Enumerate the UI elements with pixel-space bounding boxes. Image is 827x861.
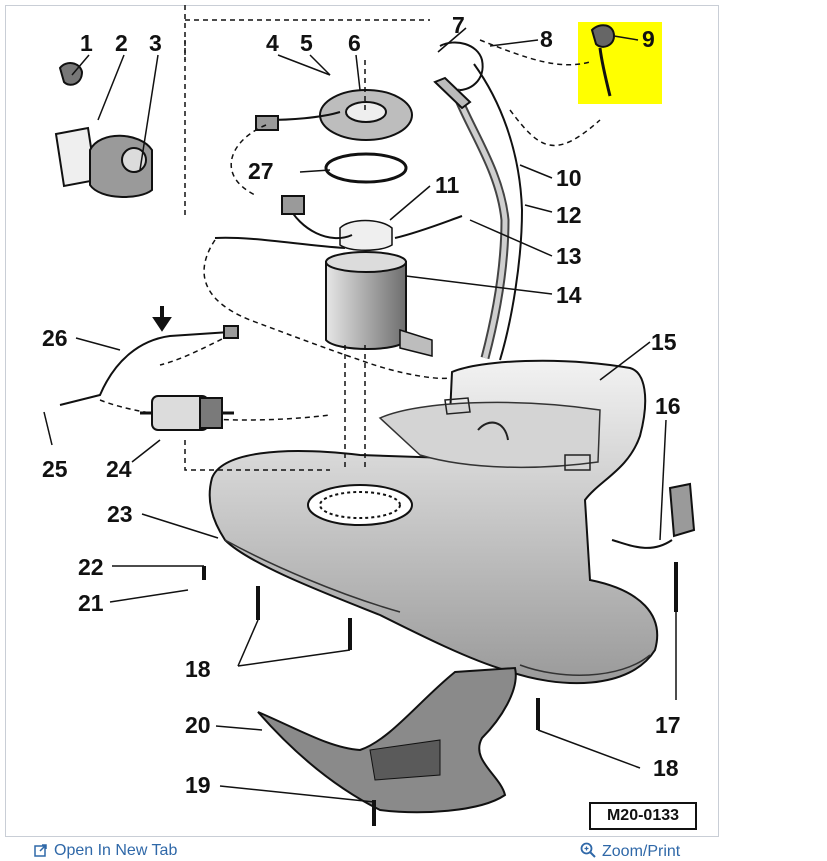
open-in-new-tab-link[interactable]: Open In New Tab	[34, 842, 177, 860]
filler-flap-housing	[54, 62, 153, 198]
callout-20: 20	[185, 712, 211, 738]
callout-10: 10	[556, 165, 582, 191]
callout-2: 2	[115, 30, 128, 56]
zoom-print-label: Zoom/Print	[602, 842, 681, 860]
callout-18-right: 18	[653, 755, 679, 781]
callout-leaders	[43, 27, 677, 803]
open-in-new-tab-label: Open In New Tab	[54, 842, 178, 859]
callout-19: 19	[185, 772, 211, 798]
callout-14: 14	[556, 282, 582, 308]
callout-7: 7	[452, 12, 465, 38]
highlight-part-9	[578, 22, 662, 104]
locking-ring	[319, 89, 413, 141]
callout-15: 15	[651, 329, 677, 355]
callout-9: 9	[642, 26, 655, 52]
fuel-line-assembly	[59, 306, 239, 406]
fuel-tank	[208, 359, 659, 685]
callout-24: 24	[106, 456, 132, 482]
callout-13: 13	[556, 243, 582, 269]
magnifier-icon	[580, 842, 596, 861]
callout-25: 25	[42, 456, 68, 482]
part-9-bracket	[590, 24, 616, 97]
callout-6: 6	[348, 30, 361, 56]
callout-22: 22	[78, 554, 104, 580]
callout-27: 27	[248, 158, 274, 184]
callout-12: 12	[556, 202, 582, 228]
fuel-filter	[140, 395, 234, 431]
callout-8: 8	[540, 26, 553, 52]
fuel-lines	[99, 5, 601, 471]
callout-3: 3	[149, 30, 162, 56]
callout-5: 5	[300, 30, 313, 56]
part-16-sensor	[611, 482, 696, 612]
seal-ring	[324, 152, 408, 184]
protective-plate	[257, 666, 517, 814]
fuel-pump	[325, 219, 433, 357]
filler-neck	[433, 41, 524, 361]
callout-26: 26	[42, 325, 68, 351]
diagram-reference-code: M20-0133	[589, 802, 697, 830]
image-actions-bar: Open In New Tab Zoom/Print	[0, 838, 827, 860]
callout-1: 1	[80, 30, 93, 56]
mounting-bolts	[202, 566, 540, 826]
external-link-icon	[34, 843, 48, 860]
callout-16: 16	[655, 393, 681, 419]
zoom-print-link[interactable]: Zoom/Print	[580, 842, 680, 861]
callout-11: 11	[435, 172, 460, 198]
callout-17: 17	[655, 712, 681, 738]
callout-23: 23	[107, 501, 133, 527]
callout-4: 4	[266, 30, 279, 56]
callout-21: 21	[78, 590, 104, 616]
callout-18-left: 18	[185, 656, 211, 682]
